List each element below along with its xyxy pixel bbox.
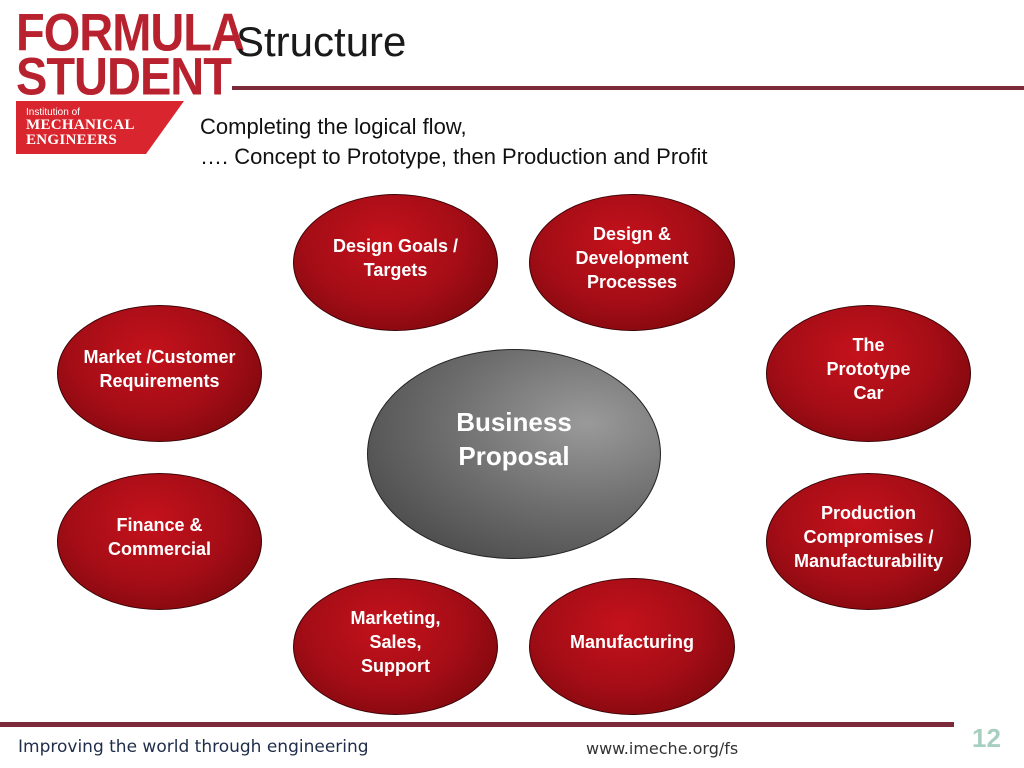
page-title: Structure: [236, 18, 407, 65]
imeche-line-2: ENGINEERS: [26, 132, 118, 148]
imeche-badge-shape: [16, 101, 184, 154]
node-prototype-car-label: The Prototype Car: [826, 334, 911, 403]
node-finance-commercial-label: Finance & Commercial: [107, 514, 212, 559]
node-design-development: Design & Development Processes: [529, 194, 735, 331]
node-market-customer: Market /Customer Requirements: [57, 305, 262, 442]
subtitle-line-1: Completing the logical flow,: [200, 114, 467, 139]
imeche-logo: Institution of MECHANICAL ENGINEERS: [16, 101, 184, 154]
node-market-customer-label: Market /Customer Requirements: [83, 346, 236, 391]
footer-url: www.imeche.org/fs: [586, 739, 739, 758]
node-design-goals: Design Goals / Targets: [293, 194, 498, 331]
formula-student-logo: FORMULA STUDENT: [16, 2, 245, 103]
node-prototype-car: The Prototype Car: [766, 305, 971, 442]
node-marketing-sales-label: Marketing, Sales, Support: [350, 607, 441, 676]
subtitle-line-2: …. Concept to Prototype, then Production…: [200, 144, 708, 169]
page-number: 12: [972, 723, 1001, 753]
imeche-text: Institution of MECHANICAL ENGINEERS: [26, 107, 135, 148]
node-design-goals-label: Design Goals / Targets: [332, 235, 459, 280]
node-marketing-sales: Marketing, Sales, Support: [293, 578, 498, 715]
footer-tagline: Improving the world through engineering: [18, 737, 369, 757]
logo-line-student: STUDENT: [16, 46, 232, 106]
node-manufacturing-label: Manufacturing: [570, 631, 694, 652]
title-divider: [232, 86, 1024, 90]
node-design-development-label: Design & Development Processes: [575, 223, 689, 292]
node-finance-commercial: Finance & Commercial: [57, 473, 262, 610]
node-business-proposal: Business Proposal: [367, 349, 661, 559]
node-production-compromises: Production Compromises / Manufacturabili…: [766, 473, 971, 610]
subtitle: Completing the logical flow, …. Concept …: [200, 112, 708, 172]
node-production-compromises-label: Production Compromises / Manufacturabili…: [793, 502, 944, 571]
footer-divider: [0, 722, 954, 727]
imeche-small-text: Institution of: [26, 107, 80, 118]
logo-line-formula: FORMULA: [16, 2, 245, 62]
node-manufacturing: Manufacturing: [529, 578, 735, 715]
node-business-proposal-label: Business Proposal: [456, 407, 572, 471]
imeche-line-1: MECHANICAL: [26, 117, 135, 133]
